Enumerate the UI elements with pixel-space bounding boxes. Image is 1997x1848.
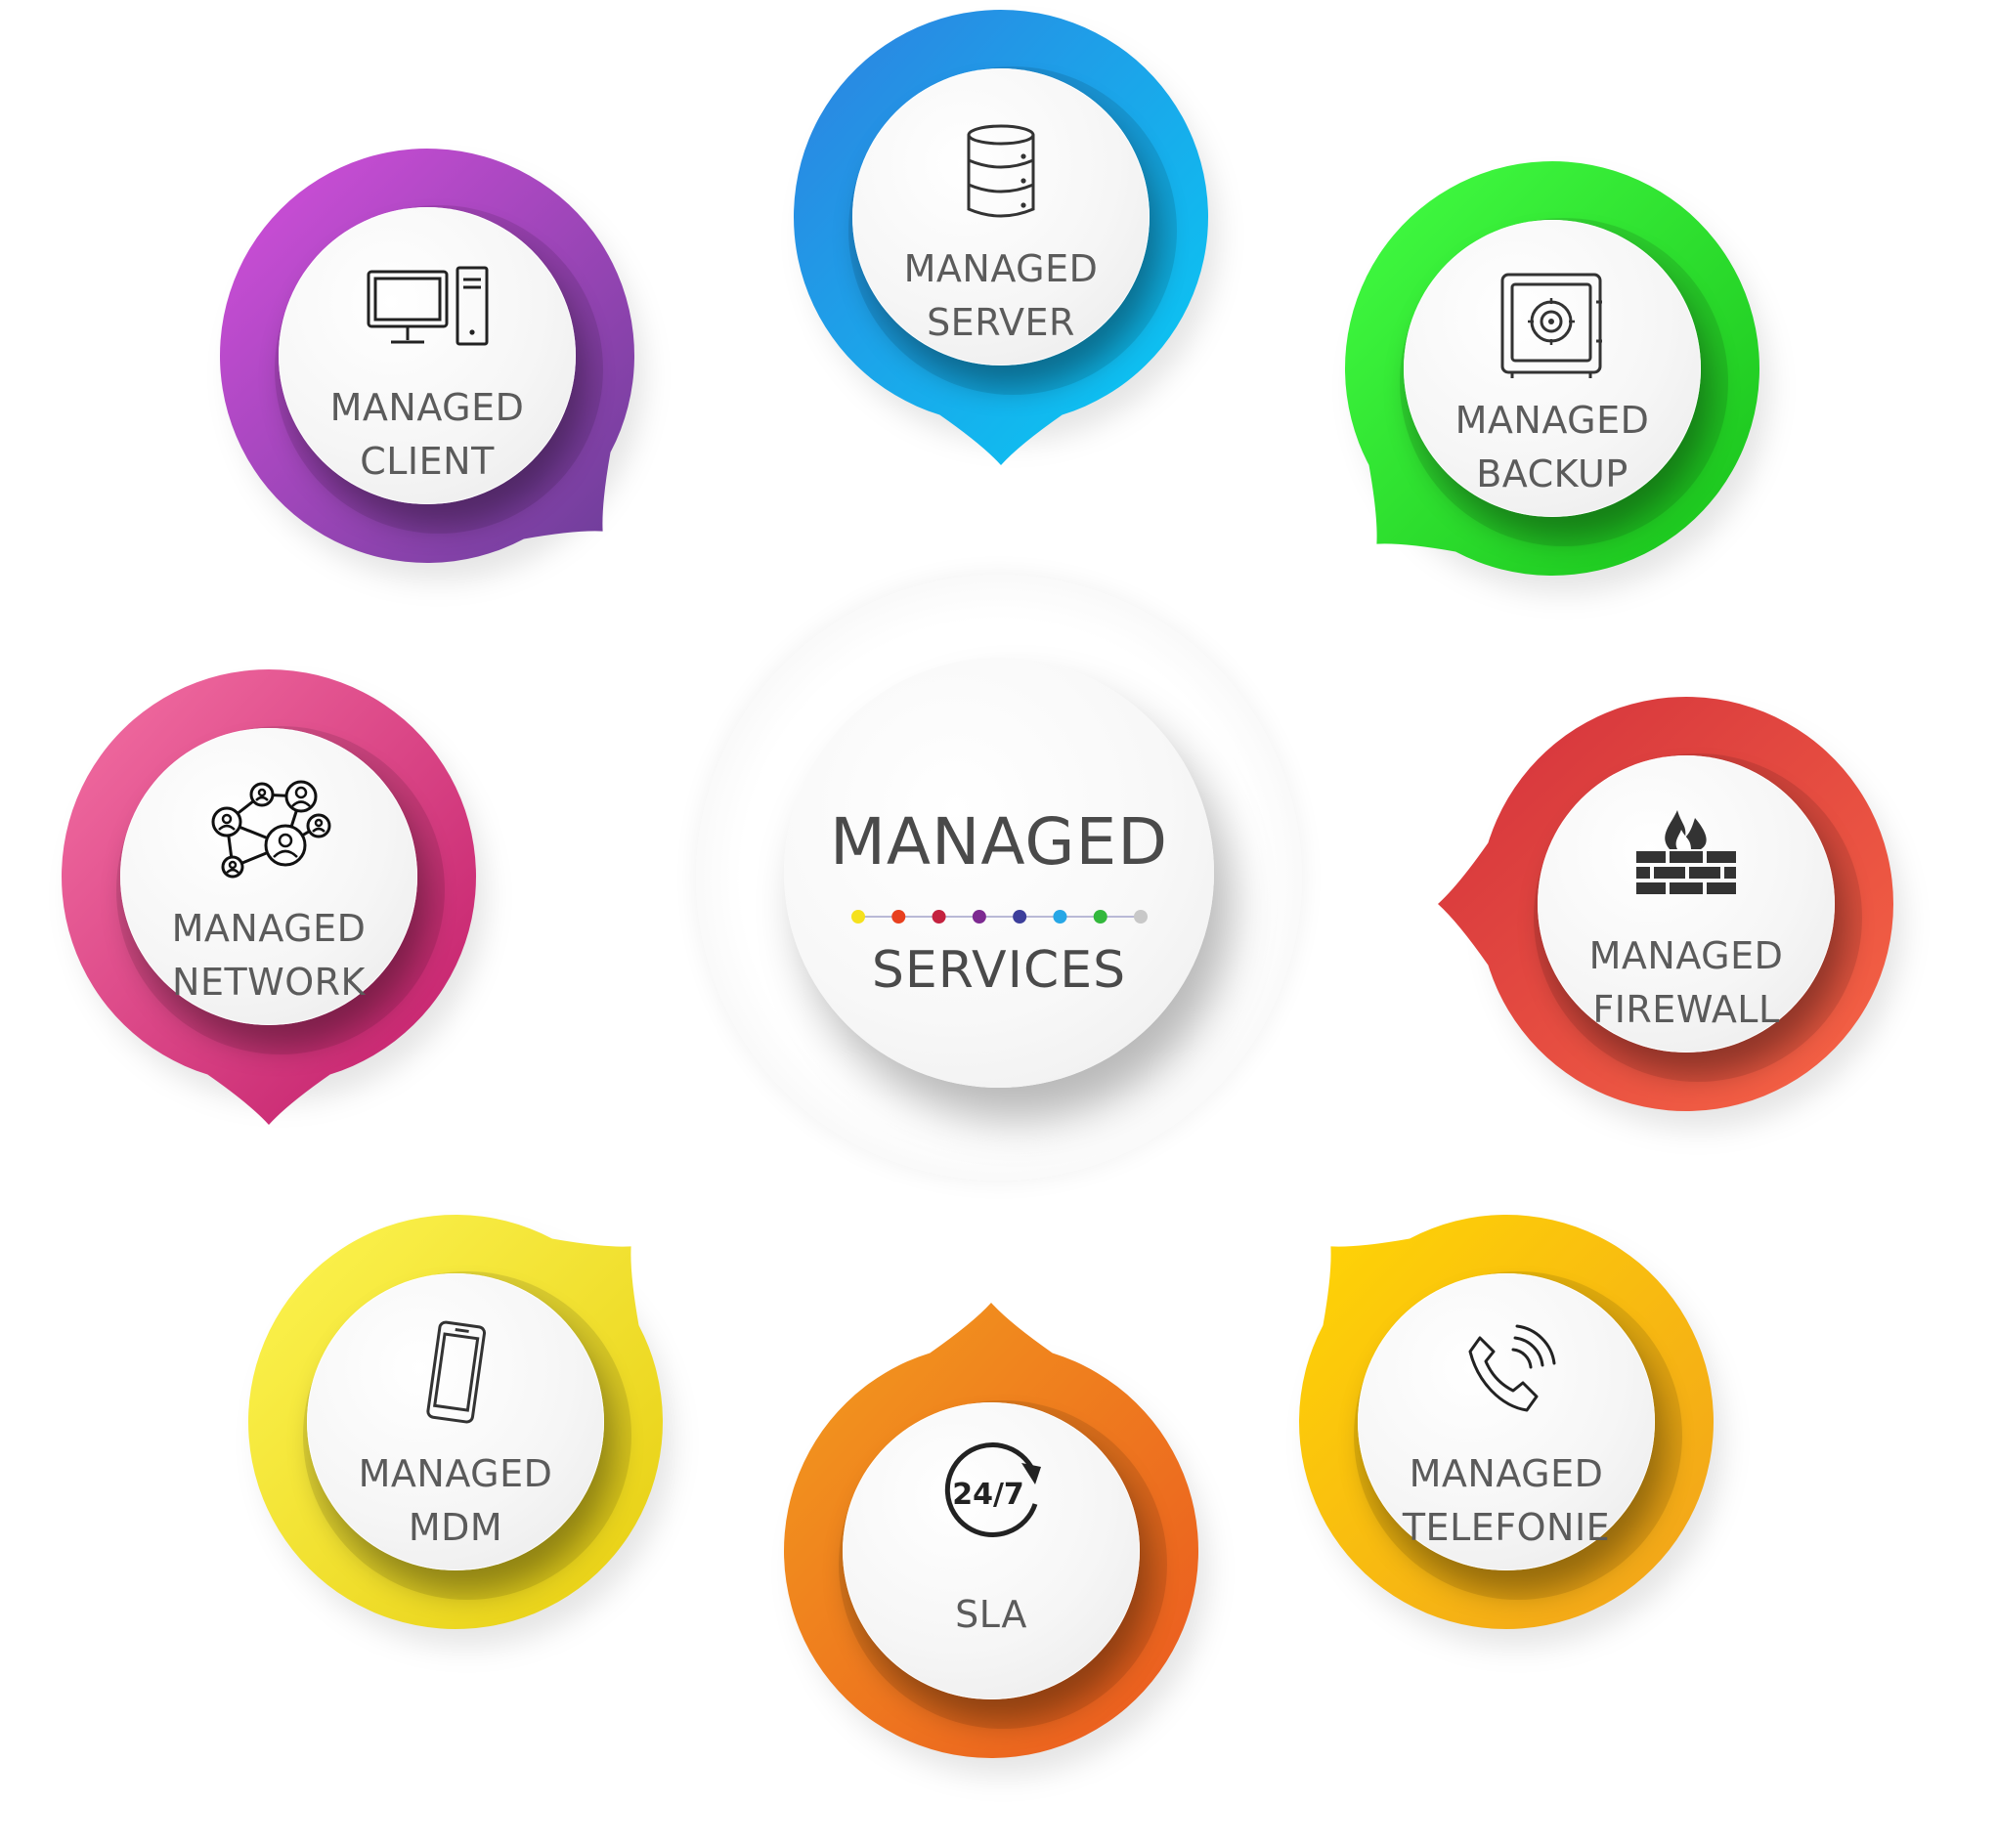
label-line-2: SLA [955, 1593, 1027, 1636]
node-managed-firewall: MANAGED FIREWALL [1438, 689, 1903, 1129]
node-inner-disc: MANAGED MDM [307, 1273, 604, 1570]
color-dot [932, 910, 946, 924]
node-label: MANAGED BACKUP [1404, 394, 1701, 501]
node-sla: 24/7 SLA [776, 1303, 1208, 1776]
node-inner-disc: MANAGED NETWORK [120, 728, 417, 1025]
label-line-2: CLIENT [360, 440, 495, 483]
node-inner-disc: MANAGED SERVER [852, 68, 1150, 365]
color-dot [851, 910, 865, 924]
node-label: MANAGED CLIENT [279, 381, 576, 489]
node-managed-backup: MANAGED BACKUP [1337, 153, 1769, 593]
node-inner-disc: MANAGED FIREWALL [1538, 755, 1835, 1053]
safe-vault-icon [1489, 273, 1616, 378]
label-line-2: TELEFONIE [1402, 1506, 1611, 1549]
telephone-ringing-icon [1443, 1324, 1570, 1426]
node-inner-disc: MANAGED CLIENT [279, 207, 576, 504]
sla-badge-text: 24/7 [952, 1478, 1024, 1512]
label-line-1: MANAGED [171, 907, 367, 950]
clock-24-7-icon: 24/7 [928, 1441, 1055, 1549]
center-title: MANAGED [829, 804, 1169, 880]
color-dot [1013, 910, 1027, 924]
node-label: MANAGED NETWORK [120, 902, 417, 1010]
node-inner-disc: MANAGED TELEFONIE [1358, 1273, 1655, 1570]
node-managed-server: MANAGED SERVER [786, 2, 1218, 465]
node-label: MANAGED SERVER [852, 242, 1150, 350]
center-subtitle: SERVICES [871, 941, 1127, 1000]
label-line-2: MDM [408, 1506, 503, 1549]
network-people-icon [205, 780, 332, 881]
label-line-1: MANAGED [1588, 934, 1784, 977]
desktop-computer-icon [364, 262, 491, 360]
node-label: SLA [843, 1588, 1140, 1642]
node-managed-network: MANAGED NETWORK [54, 662, 486, 1125]
center-hub: MANAGED SERVICES [696, 575, 1302, 1181]
center-disc [784, 658, 1214, 1088]
color-dot-line [851, 910, 1148, 924]
server-database-icon [937, 123, 1064, 221]
node-inner-disc: MANAGED BACKUP [1404, 220, 1701, 517]
color-dot [1093, 910, 1107, 924]
label-line-2: FIREWALL [1592, 988, 1780, 1031]
node-inner-disc: 24/7 SLA [843, 1402, 1140, 1699]
color-dot [972, 910, 986, 924]
node-managed-mdm: MANAGED MDM [240, 1207, 673, 1647]
color-dot [891, 910, 906, 924]
label-line-2: SERVER [927, 301, 1075, 344]
label-line-2: NETWORK [172, 961, 366, 1004]
firewall-flame-icon [1623, 810, 1750, 908]
node-managed-client: MANAGED CLIENT [212, 141, 644, 580]
node-label: MANAGED FIREWALL [1538, 929, 1835, 1037]
label-line-1: MANAGED [329, 386, 525, 429]
label-line-1: MANAGED [1454, 399, 1650, 442]
label-line-1: MANAGED [1409, 1452, 1604, 1495]
color-dot [1053, 910, 1067, 924]
label-line-2: BACKUP [1476, 452, 1628, 495]
node-label: MANAGED MDM [307, 1447, 604, 1555]
color-dot [1134, 910, 1148, 924]
node-managed-telefonie: MANAGED TELEFONIE [1291, 1207, 1723, 1647]
label-line-1: MANAGED [903, 247, 1099, 290]
label-line-1: MANAGED [358, 1452, 553, 1495]
smartphone-icon [392, 1320, 519, 1426]
node-label: MANAGED TELEFONIE [1358, 1447, 1655, 1555]
